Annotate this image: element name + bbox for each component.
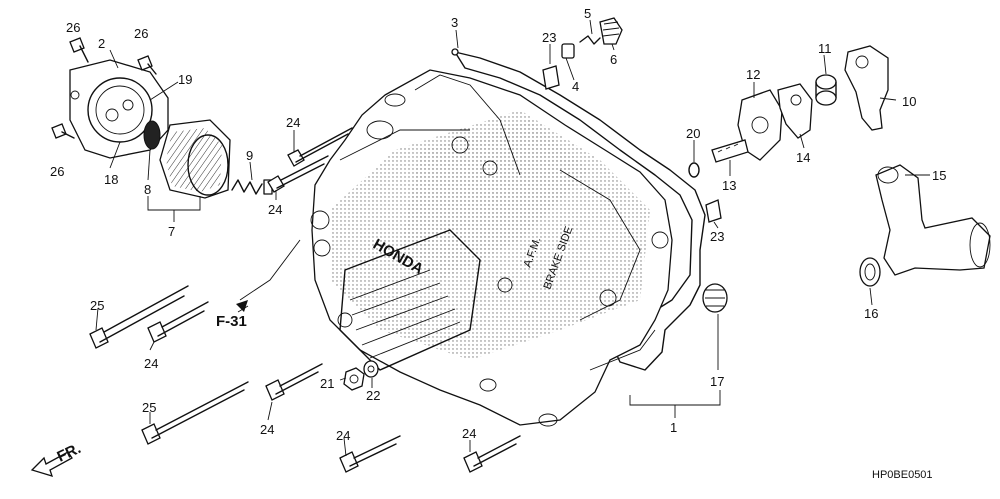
callout-15: 15 [932,168,946,183]
callout-8: 8 [144,182,151,197]
reference-label: F-31 [216,313,247,330]
callout-9: 9 [246,148,253,163]
callout-18: 18 [104,172,118,187]
nut-21 [343,367,365,391]
bolt-13 [711,139,749,163]
bolts [51,37,521,473]
shift-drum-plate [737,89,783,161]
callout-22: 22 [366,388,380,403]
callout-26-a: 26 [66,20,80,35]
dowel-pin-upper [542,65,560,90]
callout-10: 10 [902,94,916,109]
callout-5: 5 [584,6,591,21]
callout-3: 3 [451,15,458,30]
dowel-pin-lower [705,199,722,223]
crankcase-cover: HONDA A.F.M. BRAKE SIDE [310,69,673,427]
callout-23-top: 23 [542,30,556,45]
oil-filter-cover [69,59,169,159]
callout-25-a: 25 [90,298,104,313]
oil-filter-spring [231,179,273,195]
callout-19: 19 [178,72,192,87]
callout-17: 17 [710,374,724,389]
front-direction-arrow-icon [30,451,73,477]
callout-21: 21 [320,376,334,391]
stopper-plate [844,45,889,131]
front-direction-label: FR. [55,440,84,466]
callout-24-d: 24 [260,422,274,437]
oil-seal-16 [859,257,881,287]
callout-14: 14 [796,150,810,165]
callout-26-b: 26 [134,26,148,41]
callout-4: 4 [572,79,579,94]
callout-11: 11 [818,41,832,56]
callout-13: 13 [722,178,736,193]
collar [815,74,837,106]
callout-26-c: 26 [50,164,64,179]
callout-labels: 3 23 4 5 6 2 26 26 26 19 18 8 7 9 24 24 … [50,6,946,443]
diagram-code: HP0BE0501 [872,469,933,481]
oil-filter-element [143,119,231,199]
gasket [454,51,706,371]
callout-7: 7 [168,224,175,239]
callout-24-b: 24 [268,202,282,217]
stopper-arm [777,83,813,139]
callout-23-right: 23 [710,229,724,244]
check-valve-parts [561,17,623,59]
callout-24-c: 24 [144,356,158,371]
callout-20: 20 [686,126,700,141]
shift-arm [875,164,991,276]
o-ring-20 [688,162,700,178]
callout-2: 2 [98,36,105,51]
callout-16: 16 [864,306,878,321]
callout-24-a: 24 [286,115,300,130]
reference-arrow-icon [236,300,248,312]
leader-lines [95,19,930,457]
callout-24-f: 24 [462,426,476,441]
washer-22 [363,360,379,378]
callout-12: 12 [746,67,760,82]
bearing-17 [702,283,728,313]
callout-25-b: 25 [142,400,156,415]
callout-24-e: 24 [336,428,350,443]
callout-6: 6 [610,52,617,67]
callout-1: 1 [670,420,677,435]
